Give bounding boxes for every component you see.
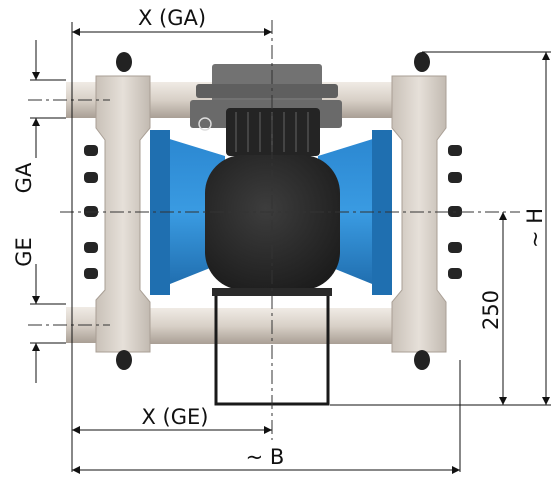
right-frame: [391, 75, 447, 353]
bolt-icon: [414, 350, 430, 370]
ge-label: GE: [12, 237, 36, 267]
bottom-manifold-pipe: [120, 308, 420, 344]
bolt-icon: [414, 52, 430, 72]
left-side-bolts: [84, 145, 98, 279]
x-ge-label: X (GE): [142, 405, 209, 429]
dimension-lines: [30, 22, 551, 474]
center-lines: [28, 20, 520, 440]
dimension-labels: X (GA) X (GE) ~ B ~ H 250 GA GE: [12, 6, 547, 469]
bolt-icon: [116, 52, 132, 72]
ga-label: GA: [12, 162, 36, 193]
h250-label: 250: [479, 290, 503, 330]
pump-body: [66, 52, 462, 406]
width-label: ~ B: [246, 445, 285, 469]
height-label: ~ H: [523, 208, 547, 248]
bolt-icon: [116, 350, 132, 370]
left-frame: [95, 75, 151, 353]
x-ga-label: X (GA): [138, 6, 206, 30]
